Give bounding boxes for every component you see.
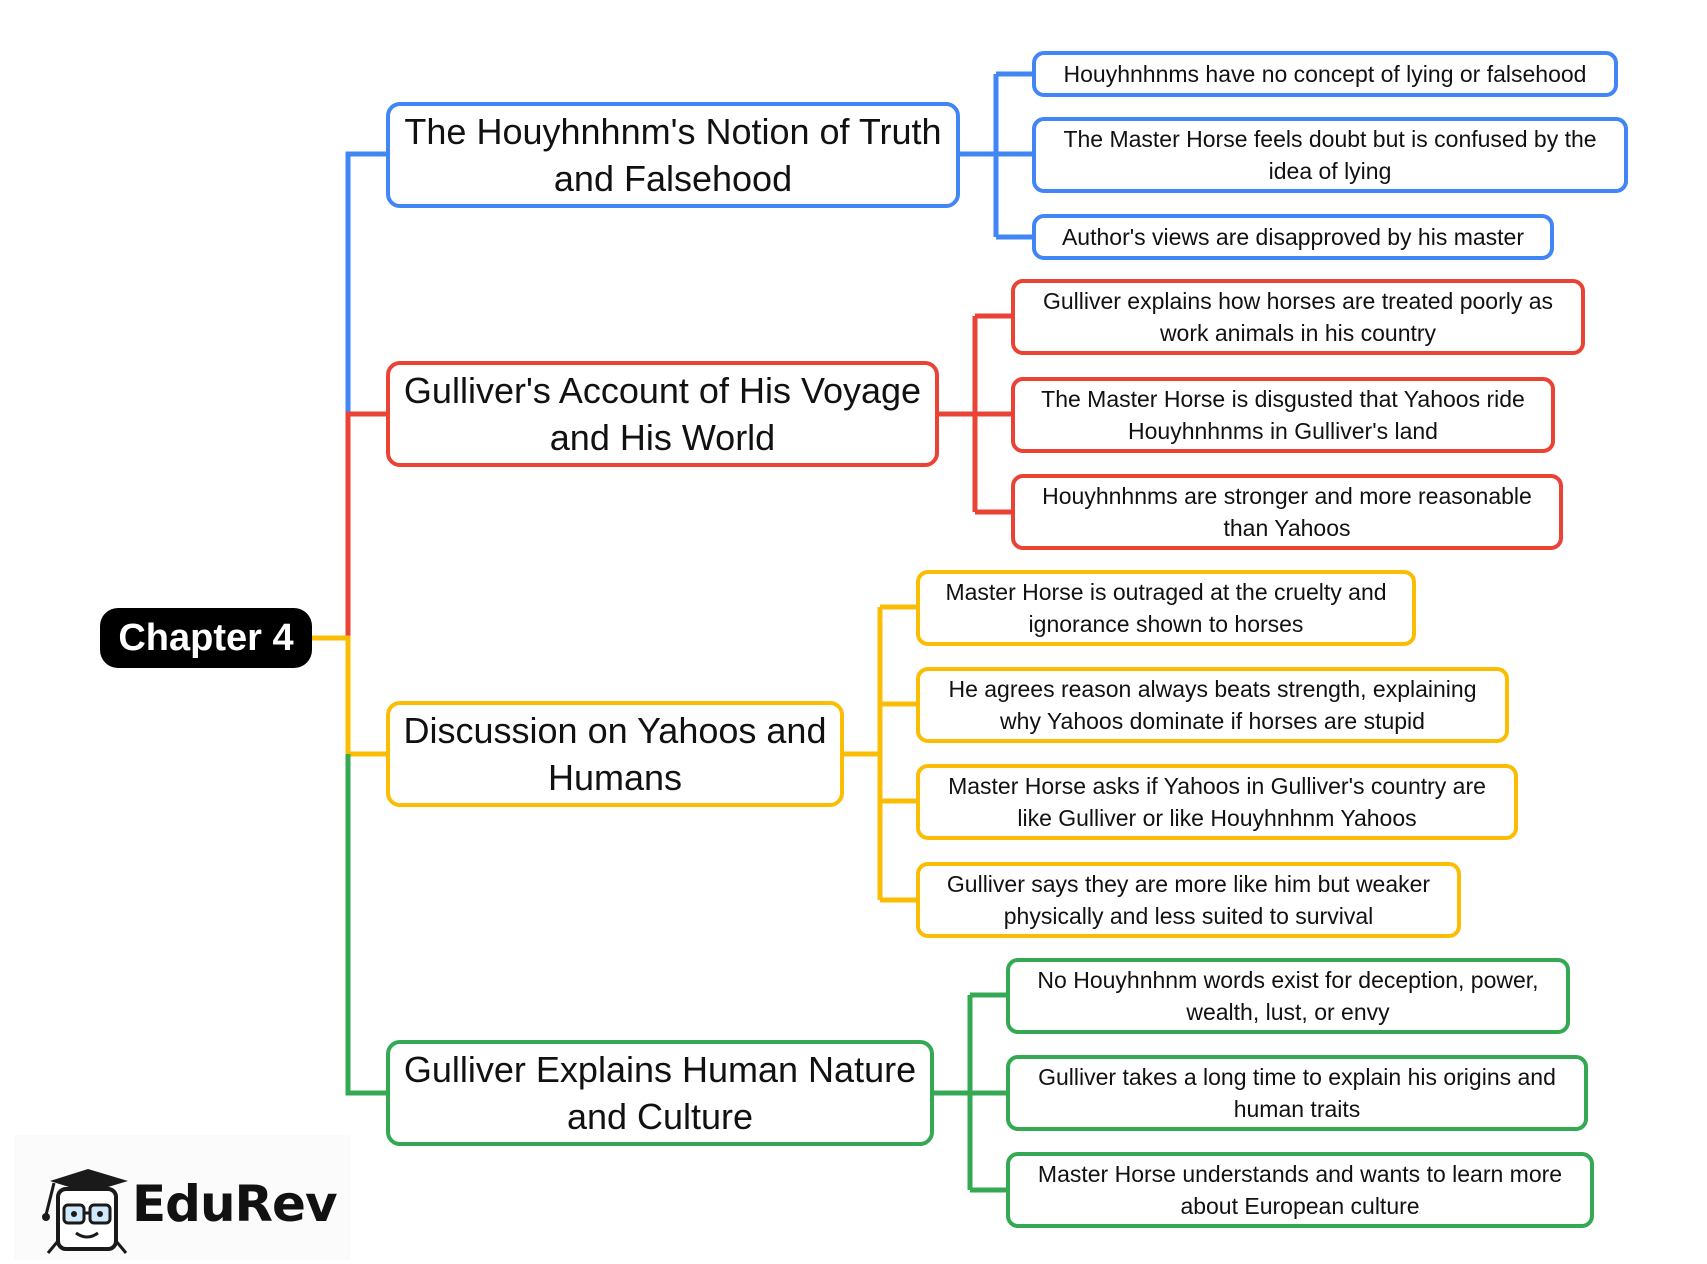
leaf-yahoos-ride-houyhnhnms: The Master Horse is disgusted that Yahoo… <box>1011 377 1555 453</box>
leaf-horses-treated-poorly: Gulliver explains how horses are treated… <box>1011 279 1585 355</box>
leaf-reason-beats-strength: He agrees reason always beats strength, … <box>916 667 1509 743</box>
leaf-master-horse-doubt: The Master Horse feels doubt but is conf… <box>1032 117 1628 193</box>
branch-voyage-world: Gulliver's Account of His Voyage and His… <box>386 361 939 467</box>
logo-text: EduRev <box>132 1175 338 1233</box>
graduation-cap-mascot-icon <box>42 1169 128 1254</box>
branch-yahoos-humans: Discussion on Yahoos and Humans <box>386 701 844 807</box>
leaf-yahoos-like-gulliver: Master Horse asks if Yahoos in Gulliver'… <box>916 764 1518 840</box>
branch-truth-falsehood: The Houyhnhnm's Notion of Truth and Fals… <box>386 102 960 208</box>
leaf-outraged-at-cruelty: Master Horse is outraged at the cruelty … <box>916 570 1416 646</box>
leaf-european-culture: Master Horse understands and wants to le… <box>1006 1152 1594 1228</box>
leaf-no-concept-of-lying: Houyhnhnms have no concept of lying or f… <box>1032 51 1618 97</box>
leaf-author-views-disapproved: Author's views are disapproved by his ma… <box>1032 214 1554 260</box>
leaf-houyhnhnms-stronger: Houyhnhnms are stronger and more reasona… <box>1011 474 1563 550</box>
leaf-explain-origins: Gulliver takes a long time to explain hi… <box>1006 1055 1588 1131</box>
branch-human-nature: Gulliver Explains Human Nature and Cultu… <box>386 1040 934 1146</box>
leaf-no-words-for-deception: No Houyhnhnm words exist for deception, … <box>1006 958 1570 1034</box>
leaf-more-like-him-weaker: Gulliver says they are more like him but… <box>916 862 1461 938</box>
edurev-logo: EduRev <box>14 1135 350 1260</box>
root-node-chapter-4: Chapter 4 <box>100 608 312 668</box>
